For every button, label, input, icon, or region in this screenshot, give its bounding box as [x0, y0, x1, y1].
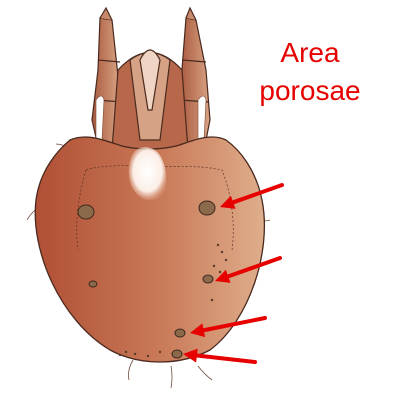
pore-area-3 — [174, 328, 186, 338]
basis-outline — [85, 165, 234, 251]
pore-area-left-2 — [88, 280, 98, 288]
capitulum-body — [34, 136, 266, 363]
white-patch — [128, 147, 167, 201]
hypostome — [111, 49, 189, 151]
area-porosae-label-line-1: Area — [280, 37, 340, 68]
arrow-shaft-1 — [231, 183, 284, 205]
arrow-head-1 — [220, 195, 236, 209]
arrows — [183, 183, 284, 364]
pore-area-left — [77, 204, 95, 220]
pore-areas — [77, 200, 216, 359]
pore-area-4 — [171, 349, 183, 359]
arrow-head-3 — [190, 323, 206, 338]
area-porosae-label-line-2: porosae — [259, 75, 361, 106]
basis-outline-left — [76, 169, 87, 251]
pore-area-1 — [198, 200, 216, 216]
arrow-head-4 — [183, 348, 198, 363]
arrow-head-2 — [215, 269, 231, 283]
arrow-shaft-2 — [226, 256, 282, 279]
pore-area-2 — [202, 274, 214, 284]
arrow-shaft-3 — [201, 316, 267, 333]
arrow-shaft-4 — [194, 353, 257, 364]
